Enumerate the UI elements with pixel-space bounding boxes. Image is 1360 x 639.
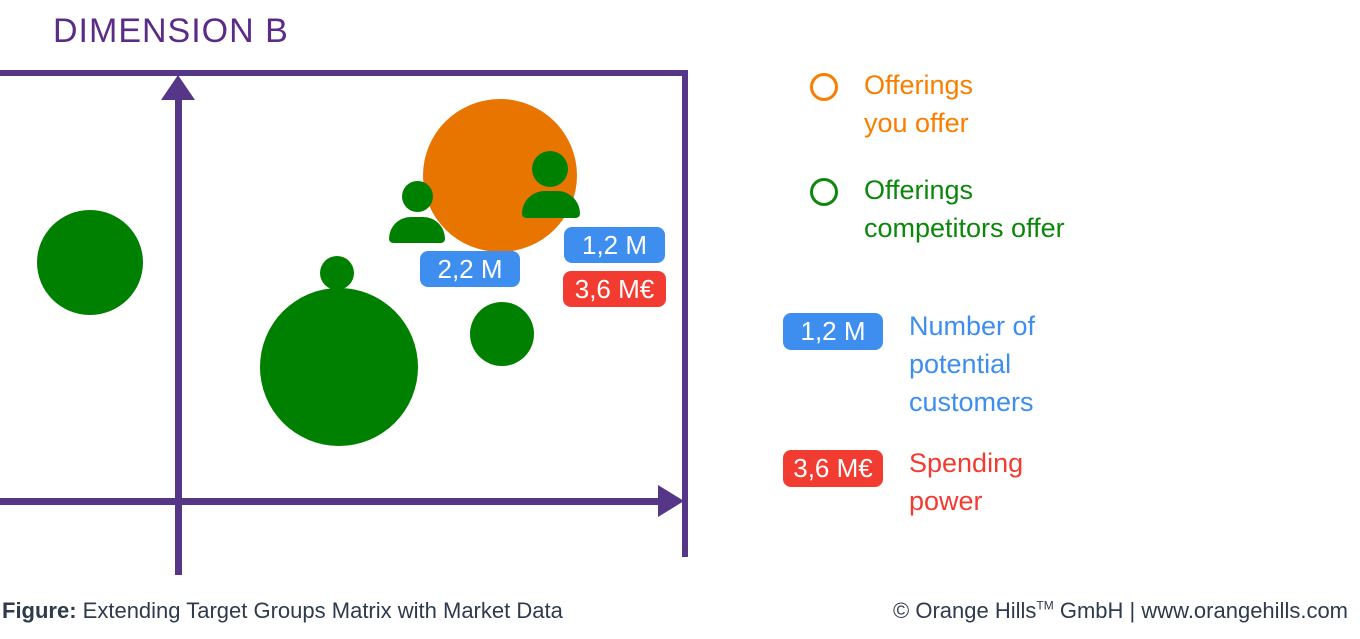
person-head-icon [532, 151, 568, 187]
matrix-right-border [682, 70, 688, 557]
customers-badge-left: 2,2 M [420, 251, 520, 287]
competitor-bubble-mid-right [470, 302, 534, 366]
x-axis-arrow-right-icon [658, 485, 684, 517]
legend-customers-badge: 1,2 M [783, 313, 883, 350]
figure-caption-text: Extending Target Groups Matrix with Mark… [76, 598, 563, 623]
matrix-top-border [0, 70, 688, 76]
legend-offerings-competitors-label: Offerings competitors offer [864, 175, 1065, 243]
spending-badge-right: 3,6 M€ [563, 271, 666, 307]
competitor-bubble-small-top [320, 256, 354, 290]
competitor-bubble-left [37, 210, 143, 315]
competitor-bubble-large [260, 288, 418, 446]
y-axis-arrow-up-icon [161, 75, 195, 100]
legend-offerings-you-label: Offerings you offer [864, 70, 974, 138]
legend-customers-label: Number of potential customers [909, 311, 1036, 417]
trademark-symbol: TM [1036, 598, 1054, 613]
competitor-offering-ring-icon [810, 178, 838, 206]
copyright-company: © Orange Hills [893, 598, 1037, 623]
legend-spending-label: Spending power [909, 448, 1024, 516]
person-body-icon [522, 191, 580, 218]
own-offering-ring-icon [810, 73, 838, 101]
customers-badge-right: 1,2 M [564, 227, 665, 263]
person-body-icon [389, 217, 445, 243]
x-axis-line [0, 498, 661, 505]
legend-spending-badge: 3,6 M€ [783, 450, 883, 487]
figure-caption: Figure: Extending Target Groups Matrix w… [2, 598, 563, 624]
figure-caption-prefix: Figure: [2, 598, 77, 623]
person-head-icon [402, 181, 433, 212]
axis-label-dimension-b: DIMENSION B [53, 12, 289, 50]
copyright-line: © Orange HillsTM GmbH | www.orangehills.… [893, 598, 1348, 624]
y-axis-line [175, 96, 182, 575]
copyright-rest: GmbH | www.orangehills.com [1053, 598, 1348, 623]
